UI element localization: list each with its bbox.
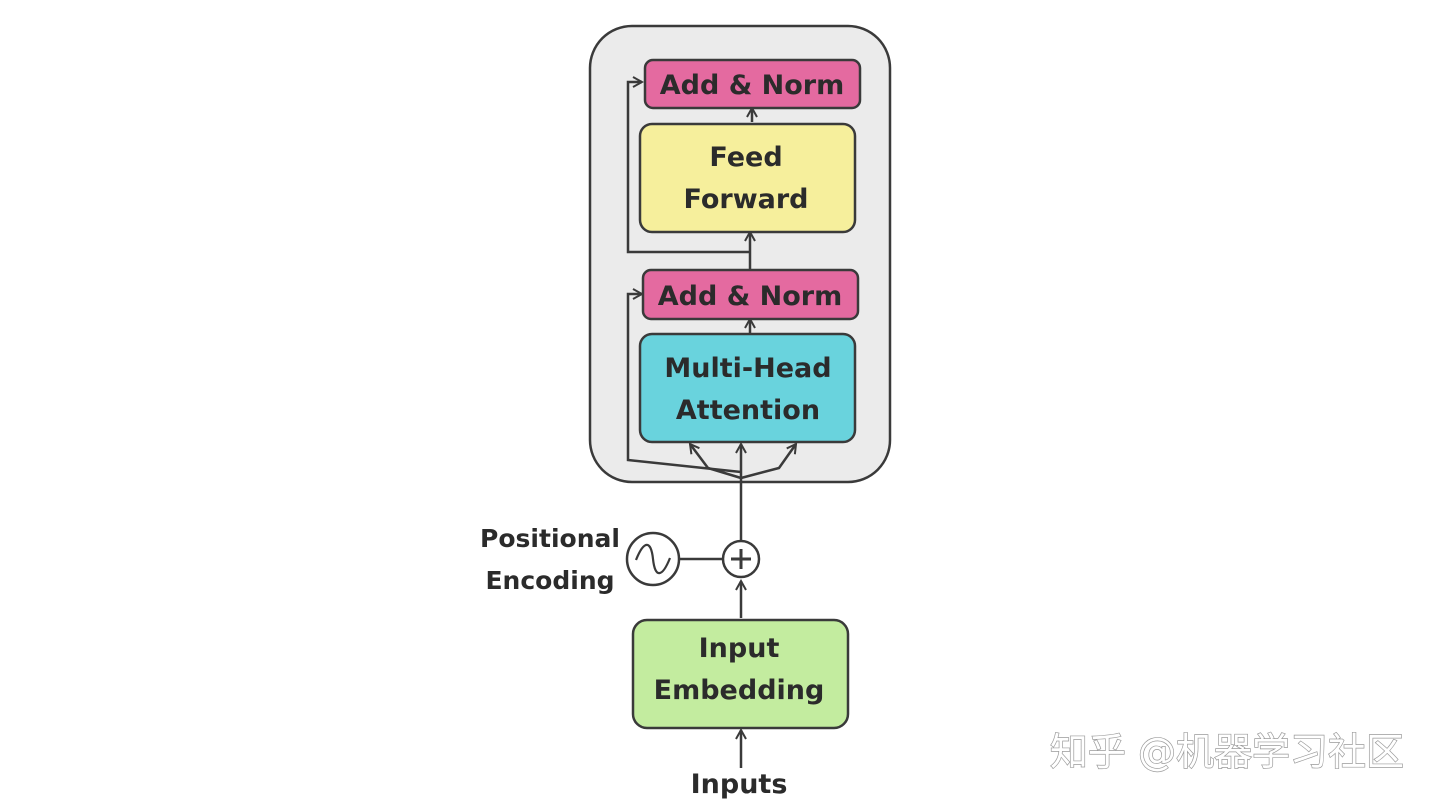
- add-norm-bottom-block: Add & Norm: [641, 268, 860, 321]
- input-embedding-block: Input Embedding: [631, 618, 850, 730]
- multi-head-attention-box: [638, 332, 857, 444]
- multi-head-attention-label-line2: Attention: [676, 395, 820, 426]
- feed-forward-label-line2: Forward: [683, 184, 808, 215]
- positional-encoding-label-line2: Encoding: [485, 566, 614, 595]
- add-norm-bottom-label: Add & Norm: [658, 281, 843, 312]
- sine-wave-icon: [625, 531, 681, 587]
- residual-connection-attention: [626, 294, 742, 474]
- input-embedding-label-line1: Input: [699, 633, 780, 664]
- feed-forward-block: Feed Forward: [638, 122, 857, 234]
- residual-connection-feedforward: [626, 82, 750, 254]
- add-norm-top-box: [643, 58, 862, 110]
- input-embedding-label-line2: Embedding: [654, 675, 825, 706]
- input-embedding-box: [631, 618, 850, 730]
- plus-circle-icon: [721, 539, 761, 579]
- arrow-into-attention-right: [740, 444, 796, 480]
- multi-head-attention-label-line1: Multi-Head: [664, 353, 831, 384]
- positional-encoding: Positional Encoding: [480, 524, 681, 595]
- watermark-text: 知乎 @机器学习社区: [1050, 730, 1404, 774]
- feed-forward-label-line1: Feed: [709, 142, 782, 173]
- multi-head-attention-block: Multi-Head Attention: [638, 332, 857, 444]
- feed-forward-box: [638, 122, 857, 234]
- connectors: [626, 82, 796, 768]
- add-norm-top-label: Add & Norm: [660, 70, 845, 101]
- inputs-label: Inputs: [691, 769, 788, 800]
- add-norm-top-block: Add & Norm: [643, 58, 862, 110]
- add-norm-bottom-box: [641, 268, 860, 321]
- positional-encoding-label-line1: Positional: [480, 524, 620, 553]
